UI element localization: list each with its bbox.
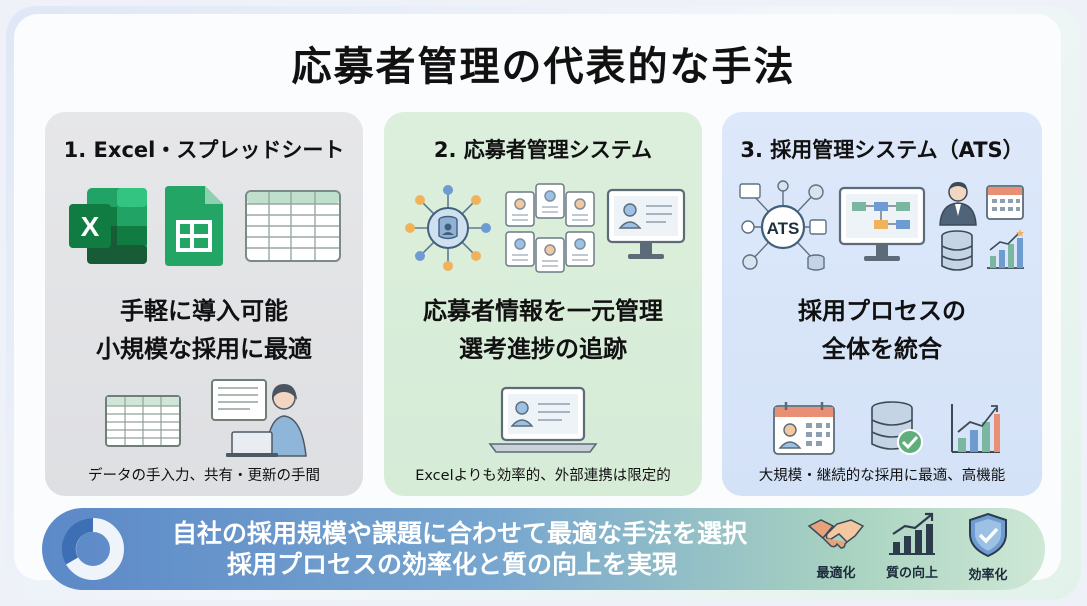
laptop-profile-icon — [488, 386, 598, 453]
calendar-icon — [986, 185, 1024, 220]
monitor-profile-icon — [606, 188, 686, 259]
spreadsheet-grid-icon — [245, 190, 341, 262]
applicant-cards-icon — [505, 183, 595, 273]
card-description: 応募者情報を一元管理 選考進捗の追跡 — [423, 297, 663, 363]
recruiter-icon — [939, 182, 977, 226]
card-applicant-system: 2. 応募者管理システム — [384, 112, 702, 496]
card-note: 大規模・継続的な採用に最適、高機能 — [758, 468, 1006, 484]
growth-chart-icon — [987, 229, 1024, 269]
card-excel: 1. Excel・スプレッドシート X 手軽に導入可能 小規模な採用 — [45, 112, 363, 496]
banner-item-label: 効率化 — [968, 568, 1008, 583]
banner-item-label: 質の向上 — [885, 566, 938, 581]
banner-item-efficiency: 効率化 — [952, 512, 1024, 583]
card-title: 2. 応募者管理システム — [433, 138, 653, 162]
svg-text:ATS: ATS — [767, 219, 800, 238]
table-icon — [105, 395, 181, 447]
person-laptop-icon — [211, 379, 307, 457]
summary-banner: 自社の採用規模や課題に合わせて最適な手法を選択 採用プロセスの効率化と質の向上を… — [42, 508, 1045, 590]
banner-item-quality: 質の向上 — [876, 512, 948, 581]
svg-text:X: X — [81, 211, 100, 242]
shield-check-icon — [969, 512, 1007, 558]
card-description: 手軽に導入可能 小規模な採用に最適 — [96, 297, 312, 363]
page-title: 応募者管理の代表的な手法 — [291, 44, 796, 90]
ats-hub-icon: ATS — [739, 180, 827, 271]
card-description: 採用プロセスの 全体を統合 — [798, 297, 966, 363]
card-note: データの手入力、共有・更新の手間 — [88, 468, 320, 484]
banner-item-label: 最適化 — [816, 566, 856, 581]
donut-icon — [61, 517, 124, 580]
banner-item-optimization: 最適化 — [800, 512, 872, 581]
card-note: Excelよりも効率的、外部連携は限定的 — [415, 468, 671, 484]
card-title: 1. Excel・スプレッドシート — [63, 138, 345, 162]
handshake-icon — [807, 519, 865, 549]
workflow-monitor-icon — [838, 186, 926, 261]
database-network-icon — [405, 185, 491, 271]
excel-icon: X — [69, 188, 147, 264]
schedule-profile-icon — [773, 402, 835, 455]
banner-text: 自社の採用規模や課題に合わせて最適な手法を選択 採用プロセスの効率化と質の向上を… — [172, 519, 748, 579]
database-icon — [941, 230, 973, 271]
growth-chart-icon — [889, 512, 935, 555]
bar-chart-icon — [951, 404, 1000, 453]
card-ats: 3. 採用管理システム（ATS） ATS — [722, 112, 1042, 496]
database-check-icon — [871, 401, 923, 455]
card-title: 3. 採用管理システム（ATS） — [740, 138, 1024, 162]
google-sheets-icon — [165, 186, 223, 266]
